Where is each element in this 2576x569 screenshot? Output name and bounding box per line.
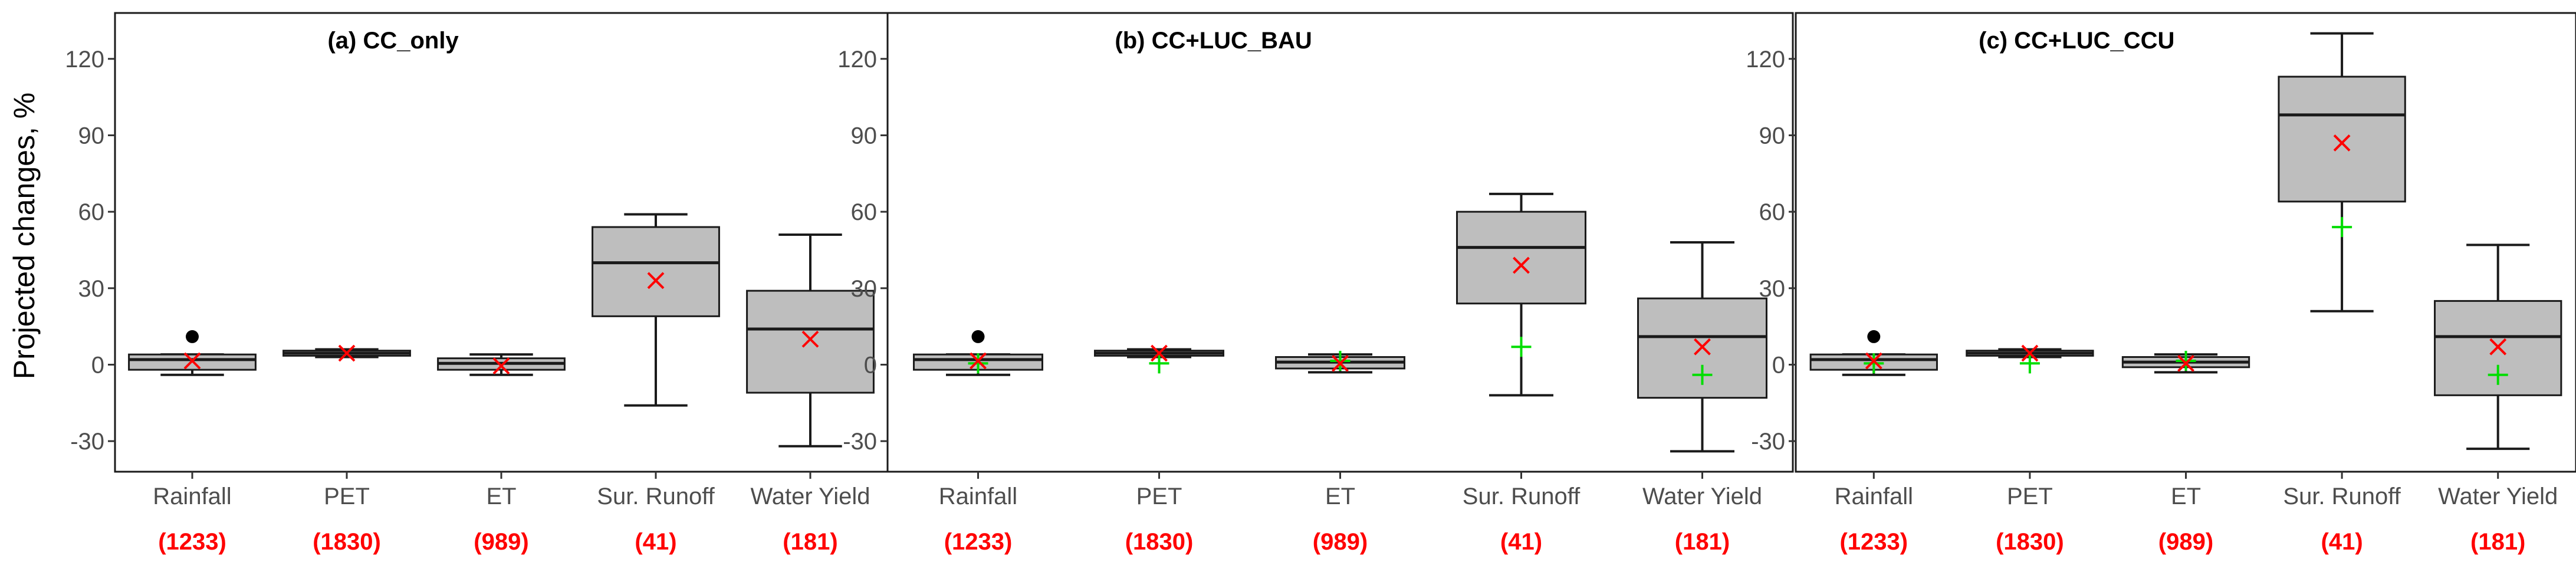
mean-marker-b xyxy=(801,330,819,348)
mean-marker-b xyxy=(492,357,510,375)
category-label: Rainfall xyxy=(1835,484,1913,509)
category-label: ET xyxy=(1325,484,1355,509)
y-tick-label: 90 xyxy=(78,123,105,149)
mean-marker-b xyxy=(2177,354,2194,372)
y-tick-label: 120 xyxy=(65,47,104,73)
box-pet: PET (1830) xyxy=(282,344,411,555)
category-label: PET xyxy=(2007,484,2053,509)
category-label: Rainfall xyxy=(153,484,231,509)
mean-marker-b xyxy=(2489,338,2507,356)
y-axis-title: Projected changes, % xyxy=(8,93,41,379)
category-label: Sur. Runoff xyxy=(1463,484,1581,509)
count-label: (181) xyxy=(783,529,837,555)
y-tick-label: 60 xyxy=(78,199,105,225)
y-tick-label: 90 xyxy=(1759,123,1786,149)
y-tick-label: 30 xyxy=(851,276,878,302)
y-tick-label: 60 xyxy=(1759,199,1786,225)
mean-marker-b xyxy=(1694,338,1711,356)
box-rainfall: Rainfall (1233) xyxy=(913,330,1043,555)
box-pet: PET (1830) xyxy=(1094,344,1224,555)
iqr-box xyxy=(1456,211,1586,305)
box-et: ET (989) xyxy=(1275,350,1405,555)
y-tick-label: 0 xyxy=(1772,352,1785,378)
y-tick-label: 0 xyxy=(864,352,877,378)
count-label: (181) xyxy=(2470,529,2525,555)
category-label: Water Yield xyxy=(750,484,870,509)
box-sur-runoff: Sur. Runoff (41) xyxy=(1456,192,1586,555)
y-tick-label: -30 xyxy=(70,429,104,455)
box-rainfall: Rainfall (1233) xyxy=(128,330,257,555)
count-label: (1233) xyxy=(158,529,226,555)
box-rainfall: Rainfall (1233) xyxy=(1809,330,1938,555)
mean-marker-b xyxy=(183,352,201,370)
panel-frame xyxy=(114,12,889,473)
mean-marker-b xyxy=(2333,134,2351,152)
iqr-box xyxy=(746,290,875,394)
box-sur-runoff: Sur. Runoff (41) xyxy=(2278,32,2406,555)
mean-marker-b xyxy=(1865,352,1882,370)
category-label: Water Yield xyxy=(2438,484,2558,509)
y-tick-label: 0 xyxy=(91,352,104,378)
iqr-box xyxy=(592,226,720,317)
count-label: (1830) xyxy=(1125,529,1194,555)
count-label: (41) xyxy=(2321,529,2363,555)
count-label: (989) xyxy=(474,529,528,555)
mean-marker-b xyxy=(647,272,665,290)
box-et: ET (989) xyxy=(437,353,566,555)
mean-marker-b xyxy=(1332,354,1349,372)
y-tick-label: 30 xyxy=(1759,276,1786,302)
count-label: (1830) xyxy=(1996,529,2064,555)
count-label: (989) xyxy=(1313,529,1368,555)
y-tick-label: 120 xyxy=(837,47,877,73)
panel-frame xyxy=(886,12,1794,473)
category-label: ET xyxy=(2171,484,2201,509)
y-tick-label: 60 xyxy=(851,199,878,225)
panel-title: (c) CC+LUC_CCU xyxy=(1979,28,2174,54)
category-label: Sur. Runoff xyxy=(2283,484,2401,509)
category-label: PET xyxy=(1136,484,1182,509)
mean-marker-b xyxy=(1513,256,1530,274)
panel-frame xyxy=(1795,12,2576,473)
mean-marker-b xyxy=(338,344,356,362)
panel-title: (a) CC_only xyxy=(327,28,459,54)
count-label: (181) xyxy=(1675,529,1730,555)
y-tick-label: 30 xyxy=(78,276,105,302)
box-et: ET (989) xyxy=(2121,350,2250,555)
iqr-box xyxy=(2278,75,2406,203)
box-water-yield: Water Yield (181) xyxy=(746,233,875,555)
category-label: Sur. Runoff xyxy=(597,484,715,509)
category-label: ET xyxy=(486,484,516,509)
panel-title: (b) CC+LUC_BAU xyxy=(1115,28,1312,54)
outlier-point xyxy=(971,330,985,343)
category-label: PET xyxy=(324,484,370,509)
box-water-yield: Water Yield (181) xyxy=(1637,241,1767,555)
count-label: (41) xyxy=(1500,529,1542,555)
y-tick-label: 120 xyxy=(1746,47,1785,73)
count-label: (41) xyxy=(635,529,676,555)
outlier-point xyxy=(1867,330,1881,343)
mean-marker-b xyxy=(2021,344,2039,362)
panel-3: -30 0 30 60 90 120 (c) CC+LUC_CCU Rainfall (1233… xyxy=(1746,12,2576,555)
count-label: (1233) xyxy=(1839,529,1908,555)
box-sur-runoff: Sur. Runoff (41) xyxy=(592,213,720,555)
category-label: Water Yield xyxy=(1642,484,1762,509)
y-tick-label: 90 xyxy=(851,123,878,149)
category-label: Rainfall xyxy=(939,484,1017,509)
panel-2: -30 0 30 60 90 120 (b) CC+LUC_BAU Rainfall (1233… xyxy=(837,12,1794,555)
y-tick-label: -30 xyxy=(843,429,877,455)
mean-marker-b xyxy=(970,352,987,370)
box-water-yield: Water Yield (181) xyxy=(2434,244,2562,555)
count-label: (989) xyxy=(2158,529,2213,555)
mean-marker-b xyxy=(1151,344,1168,362)
box-pet: PET (1830) xyxy=(1966,344,2094,555)
y-tick-label: -30 xyxy=(1751,429,1785,455)
outlier-point xyxy=(186,330,199,343)
count-label: (1830) xyxy=(313,529,381,555)
count-label: (1233) xyxy=(944,529,1013,555)
